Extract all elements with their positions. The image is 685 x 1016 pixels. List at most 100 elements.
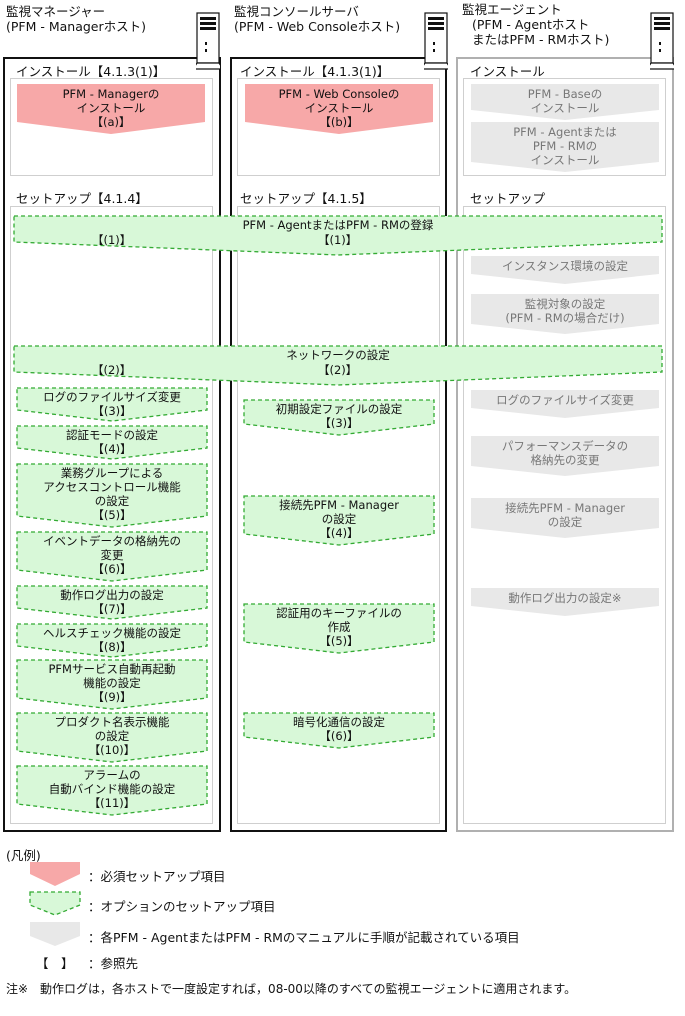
ref-label: 【(1)】 [318, 233, 358, 247]
item-label: アラームの [83, 768, 141, 782]
item-label: ログのファイルサイズ変更 [43, 390, 181, 404]
ref-label: 【(2)】 [318, 363, 358, 377]
item-label: インストール [304, 101, 374, 115]
ref-label: 【(3)】 [319, 416, 359, 430]
item-label: の設定 [321, 512, 357, 526]
item-label: の設定 [94, 729, 130, 743]
ref-label: 【(7)】 [92, 602, 132, 616]
legend-vendor-label: ：各PFM - AgentまたはPFM - RMのマニュアルに手順が記載されてい… [88, 930, 520, 945]
item-label: 暗号化通信の設定 [293, 715, 385, 729]
console-header-host: (PFM - Web Consoleホスト) [234, 19, 401, 34]
register-agent-label: PFM - AgentまたはPFM - RMの登録 [242, 218, 434, 232]
mgr-action-log-step: 動作ログ出力の設定【(7)】 [16, 585, 208, 620]
legend-ref-label: ：参照先 [88, 956, 139, 971]
item-label: インストール [76, 101, 146, 115]
ref-label: 【(4)】 [319, 526, 359, 540]
legend-vendor-swatch [30, 922, 80, 946]
console-install-label: インストール【4.1.3(1)】 [240, 64, 390, 79]
mgr-product-name-step: プロダクト名表示機能の設定【(10)】 [16, 712, 208, 763]
ref-label: 【(b)】 [319, 115, 359, 129]
item-label: 暗号化通信の設定【(6)】 [244, 713, 434, 743]
item-label: 業務グループによる [60, 466, 164, 480]
console-setup-label: セットアップ【4.1.5】 [240, 191, 372, 206]
server-icon [650, 12, 674, 70]
item-label: の設定 [94, 494, 130, 508]
item-label: 自動バインド機能の設定 [48, 782, 176, 796]
item-label: (PFM - RMの場合だけ) [505, 311, 625, 325]
item-label: PFM - Web Consoleの [278, 87, 400, 101]
item-label: 動作ログ出力の設定【(7)】 [17, 586, 207, 616]
console-header: 監視コンソールサーバ (PFM - Web Consoleホスト) [234, 4, 400, 34]
ref-label: 【(9)】 [92, 690, 132, 704]
agent-header-host: (PFM - Agentホスト [472, 17, 590, 32]
item-label: 動作ログ出力の設定 [60, 588, 164, 602]
agent-install-label: インストール [470, 64, 545, 79]
ref-label: 【(2)】 [92, 363, 132, 377]
legend-optional-swatch [29, 891, 81, 916]
ref-label: 【(4)】 [92, 442, 132, 456]
item-label: 認証用のキーファイルの [276, 606, 402, 620]
console-setup-box [237, 206, 440, 824]
mgr-auto-restart-step: PFMサービス自動再起動機能の設定【(9)】 [16, 659, 208, 710]
manager-install-box [10, 78, 213, 176]
item-label: PFM - Baseの [527, 87, 603, 101]
console-install-box [237, 78, 440, 176]
item-label: ログのファイルサイズ変更 [496, 393, 634, 407]
legend-optional-label: ：オプションのセットアップ項目 [88, 899, 276, 914]
agt-perf-data-step: パフォーマンスデータの 格納先の変更 [471, 436, 659, 476]
agt-connect-manager-step: 接続先PFM - Manager の設定 [471, 498, 659, 538]
agent-header: 監視エージェント (PFM - Agentホスト またはPFM - RMホスト) [462, 2, 609, 47]
item-label: 業務グループによるアクセスコントロール機能の設定【(5)】 [17, 464, 207, 522]
item-label: 初期設定ファイルの設定【(3)】 [244, 400, 434, 430]
mgr-auth-mode-step: 認証モードの設定【(4)】 [16, 425, 208, 460]
item-label: 機能の設定 [83, 676, 141, 690]
con-init-file-step: 初期設定ファイルの設定【(3)】 [243, 399, 435, 436]
legend-required-swatch [30, 862, 80, 886]
manager-header-host: (PFM - Managerホスト) [6, 19, 147, 34]
install-pfm-manager: PFM - Managerの インストール 【(a)】 [17, 84, 205, 134]
server-icon [196, 12, 220, 70]
server-icon [424, 12, 448, 70]
con-key-file-step: 認証用のキーファイルの作成【(5)】 [243, 603, 435, 654]
ref-label: 【(1)】 [92, 233, 132, 247]
item-label: PFM - RMの [532, 139, 598, 153]
install-pfm-web-console: PFM - Web Consoleの インストール 【(b)】 [245, 84, 433, 134]
ref-label: 【(5)】 [92, 508, 132, 522]
install-pfm-agent: PFM - Agentまたは PFM - RMの インストール [471, 122, 659, 172]
item-label: PFMサービス自動再起動機能の設定【(9)】 [17, 660, 207, 704]
agent-header-title: 監視エージェント [462, 2, 562, 17]
mgr-alarm-bind-step: アラームの自動バインド機能の設定【(11)】 [16, 765, 208, 816]
legend-title: (凡例) [6, 848, 41, 863]
ref-label: 【(10)】 [88, 743, 136, 757]
manager-install-label: インストール【4.1.3(1)】 [16, 64, 166, 79]
con-encryption-step: 暗号化通信の設定【(6)】 [243, 712, 435, 749]
item-label: 初期設定ファイルの設定 [275, 402, 403, 416]
agent-setup-label: セットアップ [470, 191, 546, 206]
ref-label: 【(3)】 [92, 404, 132, 418]
item-label: 変更 [100, 548, 124, 562]
item-label: 監視対象の設定 [524, 297, 606, 311]
ref-label: 【(5)】 [319, 634, 359, 648]
item-label: 認証モードの設定 [66, 428, 158, 442]
item-label: インストール [530, 153, 600, 167]
manager-setup-label: セットアップ【4.1.4】 [16, 191, 148, 206]
console-column [230, 57, 447, 832]
network-label: ネットワークの設定 [286, 348, 390, 362]
item-label: イベントデータの格納先の [43, 534, 181, 548]
mgr-event-data-step: イベントデータの格納先の変更【(6)】 [16, 531, 208, 582]
item-label: プロダクト名表示機能の設定【(10)】 [17, 713, 207, 757]
item-label: インストール [530, 101, 600, 115]
agent-install-box [463, 78, 666, 176]
manager-header: 監視マネージャー (PFM - Managerホスト) [6, 4, 146, 34]
item-label: ログのファイルサイズ変更【(3)】 [17, 388, 207, 418]
item-label: PFM - Managerの [62, 87, 160, 101]
legend-required-label: ：必須セットアップ項目 [88, 869, 226, 884]
item-label: 作成 [327, 620, 351, 634]
mgr-access-control-step: 業務グループによるアクセスコントロール機能の設定【(5)】 [16, 463, 208, 528]
item-label: 認証用のキーファイルの作成【(5)】 [244, 604, 434, 648]
item-label: アクセスコントロール機能 [43, 480, 181, 494]
item-label: 接続先PFM - Manager [505, 501, 625, 515]
ref-label: 【(a)】 [91, 115, 131, 129]
